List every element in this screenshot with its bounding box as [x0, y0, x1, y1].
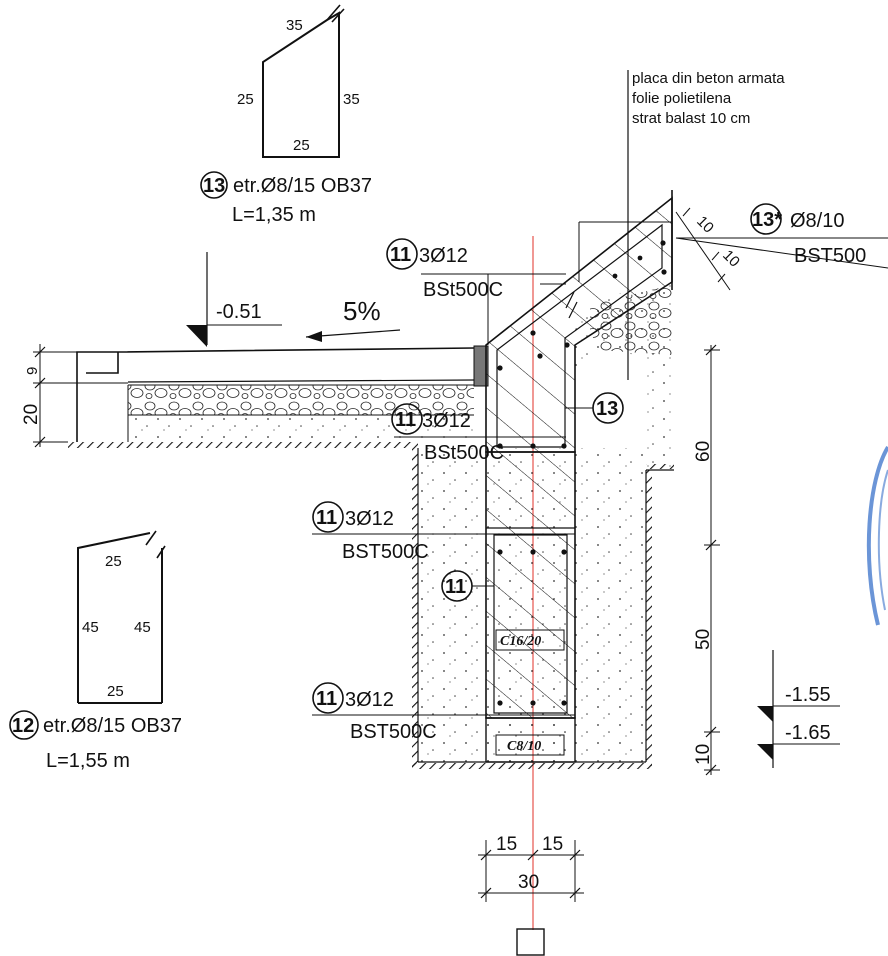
stirrup-12-length: L=1,55 m [46, 750, 130, 772]
stirrup-12-spec: etr.Ø8/15 OB37 [43, 715, 182, 737]
stirrup-13-mark: 13 [203, 175, 225, 197]
vertical-dimension: 60 50 10 [693, 344, 720, 776]
callout-11-d-mark: 11 [316, 688, 337, 710]
rebar-13star-cover-a: 10 [693, 213, 717, 237]
rebar-13star-mark: 13* [752, 209, 782, 231]
rebar-13star-callout: 13* Ø8/10 BST500 10 10 [675, 203, 888, 291]
bottom-dimension: 15 15 30 [478, 834, 584, 902]
stirrup-13-dim-bottom: 25 [293, 137, 310, 154]
callout-11-c-steel: BST500C [342, 541, 429, 563]
note-layer-1: placa din beton armata [632, 70, 785, 87]
stirrup-12-dim-bottom: 25 [107, 683, 124, 700]
callout-11-c: 11 3Ø12 BST500C [312, 501, 575, 563]
stirrup-12-detail: 25 45 45 25 12 etr.Ø8/15 OB37 L=1,55 m [9, 530, 182, 772]
stirrup-12-mark: 12 [12, 715, 34, 737]
slope-text: 5% [343, 296, 381, 326]
vertical-dim-b: 50 [693, 629, 714, 650]
callout-11-a: 11 3Ø12 BSt500C [386, 238, 566, 345]
level-top-marker: -0.51 [186, 252, 282, 347]
concrete-lower-label: C8/10 [507, 739, 541, 754]
callout-11-d: 11 3Ø12 BST500C [312, 682, 575, 743]
note-layer-3: strat balast 10 cm [632, 110, 750, 127]
callout-11-d-bars: 3Ø12 [345, 689, 394, 711]
callout-11-c-mark: 11 [316, 507, 337, 529]
slab-on-grade [76, 345, 489, 442]
callout-11-a-bars: 3Ø12 [419, 245, 468, 267]
level-a-text: -1.55 [785, 684, 831, 706]
stirrup-13-length: L=1,35 m [232, 204, 316, 226]
note-layer-2: folie polietilena [632, 90, 732, 107]
stirrup-12-dim-right: 45 [134, 619, 151, 636]
wall-and-footing: C16/20 C8/10 [485, 190, 673, 763]
callout-11-b-mark: 11 [395, 409, 416, 431]
rebar-13star-steel: BST500 [794, 245, 866, 267]
slab-dim-a: 9 [24, 367, 41, 375]
mark-11-leader: 11 [441, 570, 494, 602]
callout-11-d-steel: BST500C [350, 721, 437, 743]
stirrup-13-dim-top: 35 [286, 17, 303, 34]
stirrup-13-dim-right: 35 [343, 91, 360, 108]
mark-13-leader: 13 [565, 392, 624, 424]
stamp-fragment [866, 445, 888, 626]
callout-11-b-bars: 3Ø12 [422, 410, 471, 432]
mark-13-text: 13 [596, 398, 618, 420]
level-top-text: -0.51 [216, 301, 262, 323]
vertical-dim-c: 10 [693, 744, 714, 765]
stirrup-12-dim-left: 45 [82, 619, 99, 636]
rebar-13star-spec: Ø8/10 [790, 210, 844, 232]
callout-11-a-steel: BSt500C [423, 279, 503, 301]
callout-11-b: 11 3Ø12 BSt500C [391, 403, 566, 464]
stirrup-13-dim-left: 25 [237, 91, 254, 108]
layer-notes: placa din beton armata folie polietilena… [627, 70, 785, 380]
bottom-dim-a: 15 [496, 834, 517, 855]
callout-11-a-mark: 11 [390, 244, 411, 266]
mark-11-text: 11 [445, 576, 466, 598]
slab-dim-b: 20 [21, 404, 42, 425]
slope-arrow: 5% [305, 296, 401, 342]
vertical-dim-a: 60 [693, 441, 714, 462]
rebar-13star-cover-b: 10 [719, 247, 743, 271]
concrete-upper-label: C16/20 [500, 634, 541, 649]
slab-dimension: 9 20 [21, 344, 128, 448]
level-b-text: -1.65 [785, 722, 831, 744]
stirrup-12-dim-top: 25 [105, 553, 122, 570]
bottom-dim-total: 30 [518, 872, 539, 893]
callout-11-c-bars: 3Ø12 [345, 508, 394, 530]
bottom-dim-b: 15 [542, 834, 563, 855]
stirrup-13-spec: etr.Ø8/15 OB37 [233, 175, 372, 197]
axis-marker-box [516, 928, 545, 956]
stirrup-13-detail: 35 25 35 25 13 etr.Ø8/15 OB37 L=1,35 m [200, 4, 372, 226]
callout-11-b-steel: BSt500C [424, 442, 504, 464]
level-lower-markers: -1.55 -1.65 [757, 650, 840, 768]
